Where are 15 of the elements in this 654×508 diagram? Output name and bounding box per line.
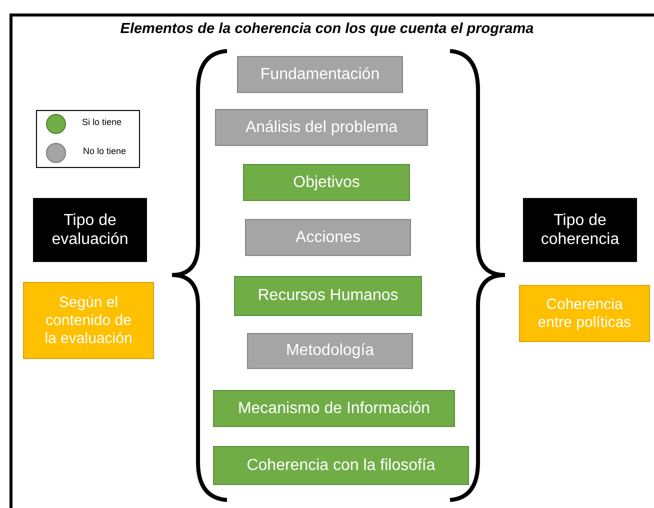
element-box: Mecanismo de Información [213, 390, 455, 427]
legend-label: Si lo tiene [82, 117, 122, 127]
category-header: Tipo de coherencia [523, 198, 637, 262]
element-box: Análisis del problema [215, 109, 428, 146]
element-box: Coherencia con la filosofía [213, 446, 469, 485]
element-box: Objetivos [243, 164, 410, 201]
element-box: Metodología [247, 333, 413, 369]
element-box: Recursos Humanos [234, 276, 422, 316]
category-value-box: Según el contenido de la evaluación [23, 282, 154, 359]
legend-label: No lo tiene [83, 146, 126, 156]
element-box: Acciones [245, 219, 411, 256]
category-header: Tipo de evaluación [33, 198, 147, 262]
element-box: Fundamentación [237, 56, 403, 93]
diagram-title: Elementos de la coherencia con los que cuenta el programa [119, 21, 535, 37]
category-value-box: Coherencia entre políticas [519, 285, 650, 342]
